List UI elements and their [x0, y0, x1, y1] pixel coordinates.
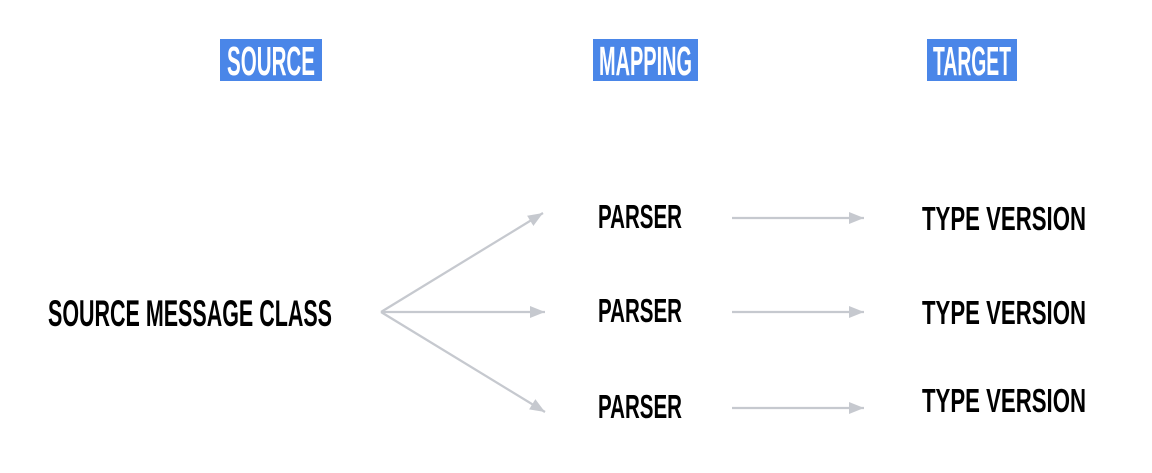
- fan-arrow-bottom: [380, 311, 546, 413]
- parser-label: PARSER: [598, 292, 682, 329]
- fan-arrow-top: [380, 212, 544, 313]
- mapping-row: PARSER TYPE VERSION: [598, 292, 1086, 331]
- parser-label: PARSER: [598, 388, 682, 425]
- source-message-class-label: SOURCE MESSAGE CLASS: [48, 293, 332, 334]
- mapping-header-label: MAPPING: [599, 38, 692, 84]
- mapping-row: PARSER TYPE VERSION: [598, 382, 1086, 425]
- fan-arrows: [380, 212, 546, 413]
- target-header-label: TARGET: [933, 38, 1011, 84]
- target-header-bg: [927, 39, 1017, 81]
- mapping-row: PARSER TYPE VERSION: [598, 198, 1086, 237]
- source-header-label: SOURCE: [227, 38, 315, 84]
- source-header-bg: [220, 39, 322, 81]
- type-version-label: TYPE VERSION: [922, 200, 1086, 237]
- type-version-label: TYPE VERSION: [922, 294, 1086, 331]
- mapping-header-bg: [593, 39, 698, 81]
- parser-label: PARSER: [598, 198, 682, 235]
- column-headers: SOURCE MAPPING TARGET: [220, 38, 1017, 84]
- type-version-label: TYPE VERSION: [922, 382, 1086, 419]
